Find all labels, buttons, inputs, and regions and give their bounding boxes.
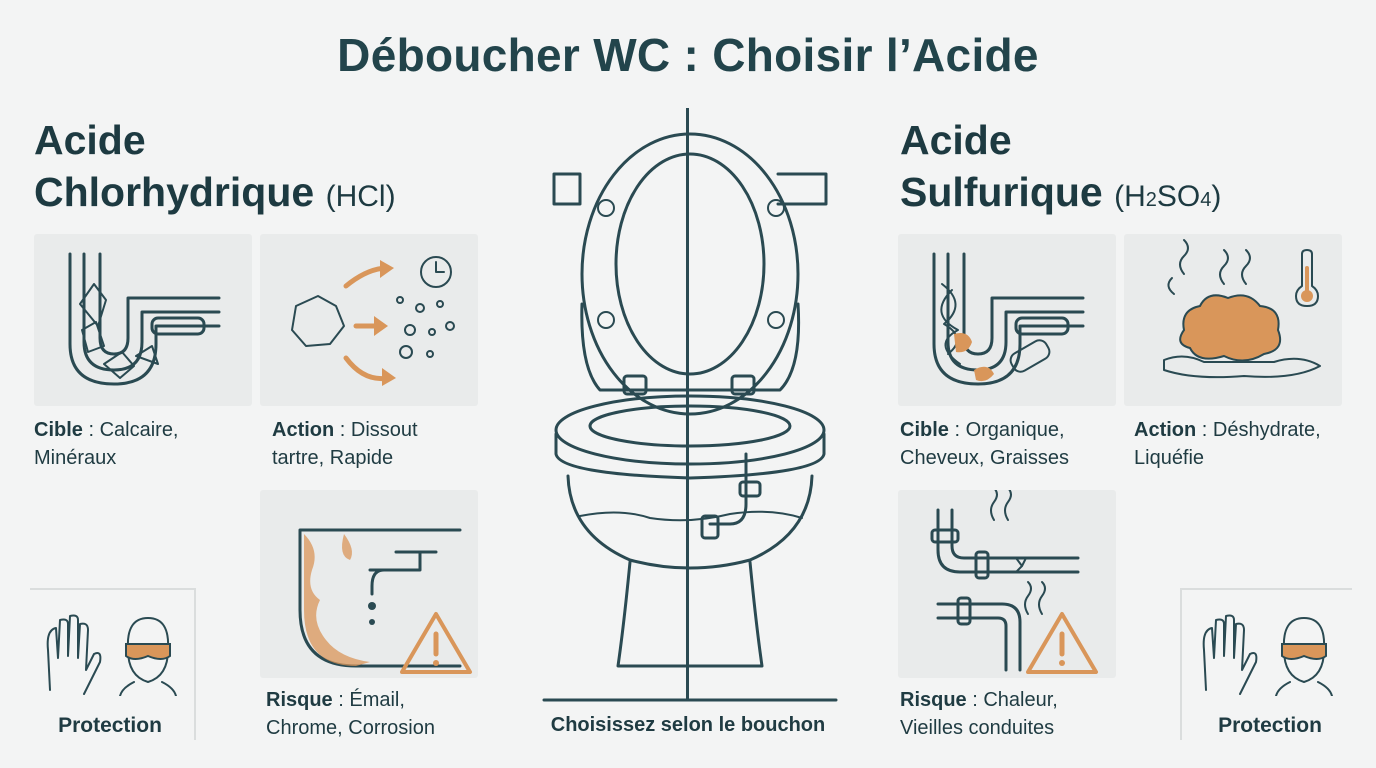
hcl-formula: (HCl) xyxy=(325,180,396,213)
h2so4-target-label: Cible xyxy=(900,419,949,441)
gloves-icon xyxy=(46,614,102,695)
h2so4-risk-panel xyxy=(898,490,1116,678)
hcl-heading: Acide Chlorhydrique (HCl) xyxy=(34,114,396,223)
hcl-action-panel xyxy=(260,234,478,406)
h2so4-heading-line1: Acide xyxy=(900,117,1012,163)
h2so4-risk-caption: Risque : Chaleur, Vieilles conduites xyxy=(900,686,1058,742)
h2so4-heading: Acide Sulfurique (H2SO4) xyxy=(900,114,1221,226)
hcl-risk-caption: Risque : Émail, Chrome, Corrosion xyxy=(266,686,435,742)
h2so4-target-caption: Cible : Organique, Cheveux, Graisses xyxy=(900,416,1069,472)
hcl-protection-label: Protection xyxy=(58,714,162,737)
hcl-target-label: Cible xyxy=(34,419,83,441)
hcl-target-panel xyxy=(34,234,252,406)
hcl-heading-line1: Acide xyxy=(34,117,146,163)
hcl-protection-frame xyxy=(30,588,196,740)
hcl-action-text1: : Dissout xyxy=(334,419,418,441)
grease-heat-icon xyxy=(1163,239,1321,379)
h2so4-risk-label: Risque xyxy=(900,689,967,711)
h2so4-action-caption: Action : Déshydrate, Liquéfie xyxy=(1134,416,1321,472)
h2so4-formula: (H2SO4) xyxy=(1114,180,1222,213)
h2so4-risk-text1: : Chaleur, xyxy=(966,689,1058,711)
warning-icon xyxy=(400,612,472,674)
cracked-hot-pipe-icon xyxy=(930,490,1080,672)
page-title: Déboucher WC : Choisir l’Acide xyxy=(337,29,1039,81)
h2so4-protection-frame xyxy=(1180,588,1352,740)
h2so4-risk-text2: Vieilles conduites xyxy=(900,717,1055,739)
h2so4-target-text1: : Organique, xyxy=(948,419,1065,441)
h2so4-heading-line2: Sulfurique xyxy=(900,169,1103,215)
h2so4-action-panel xyxy=(1124,234,1342,406)
hcl-risk-text2: Chrome, Corrosion xyxy=(266,717,435,739)
dissolve-clock-icon xyxy=(291,256,455,386)
corroded-faucet-icon xyxy=(298,528,462,668)
h2so4-action-text1: : Déshydrate, xyxy=(1196,419,1321,441)
hcl-target-text2: Minéraux xyxy=(34,447,117,469)
hcl-risk-label: Risque xyxy=(266,689,333,711)
hcl-target-text1: : Calcaire, xyxy=(82,419,179,441)
center-divider xyxy=(686,108,689,700)
hcl-action-text2: tartre, Rapide xyxy=(272,447,394,469)
gloves-icon xyxy=(1202,614,1258,695)
center-caption: Choisissez selon le bouchon xyxy=(550,714,826,736)
hcl-target-caption: Cible : Calcaire, Minéraux xyxy=(34,416,179,472)
h2so4-action-text2: Liquéfie xyxy=(1134,447,1205,469)
goggles-face-icon xyxy=(1275,617,1333,696)
hcl-action-label: Action xyxy=(272,419,335,441)
h2so4-target-text2: Cheveux, Graisses xyxy=(900,447,1069,469)
h2so4-protection-label: Protection xyxy=(1218,714,1322,737)
limescale-pipe-icon xyxy=(68,252,221,386)
clogged-hair-pipe-icon xyxy=(932,252,1085,386)
hcl-risk-panel xyxy=(260,490,478,678)
hcl-action-caption: Action : Dissout tartre, Rapide xyxy=(272,416,418,472)
toilet-icon xyxy=(542,132,838,702)
thermometer-icon xyxy=(1295,249,1319,307)
hcl-risk-text1: : Émail, xyxy=(332,689,405,711)
h2so4-action-label: Action xyxy=(1134,419,1197,441)
h2so4-target-panel xyxy=(898,234,1116,406)
goggles-face-icon xyxy=(119,617,177,696)
hcl-heading-line2: Chlorhydrique xyxy=(34,169,315,215)
warning-icon xyxy=(1026,612,1098,674)
